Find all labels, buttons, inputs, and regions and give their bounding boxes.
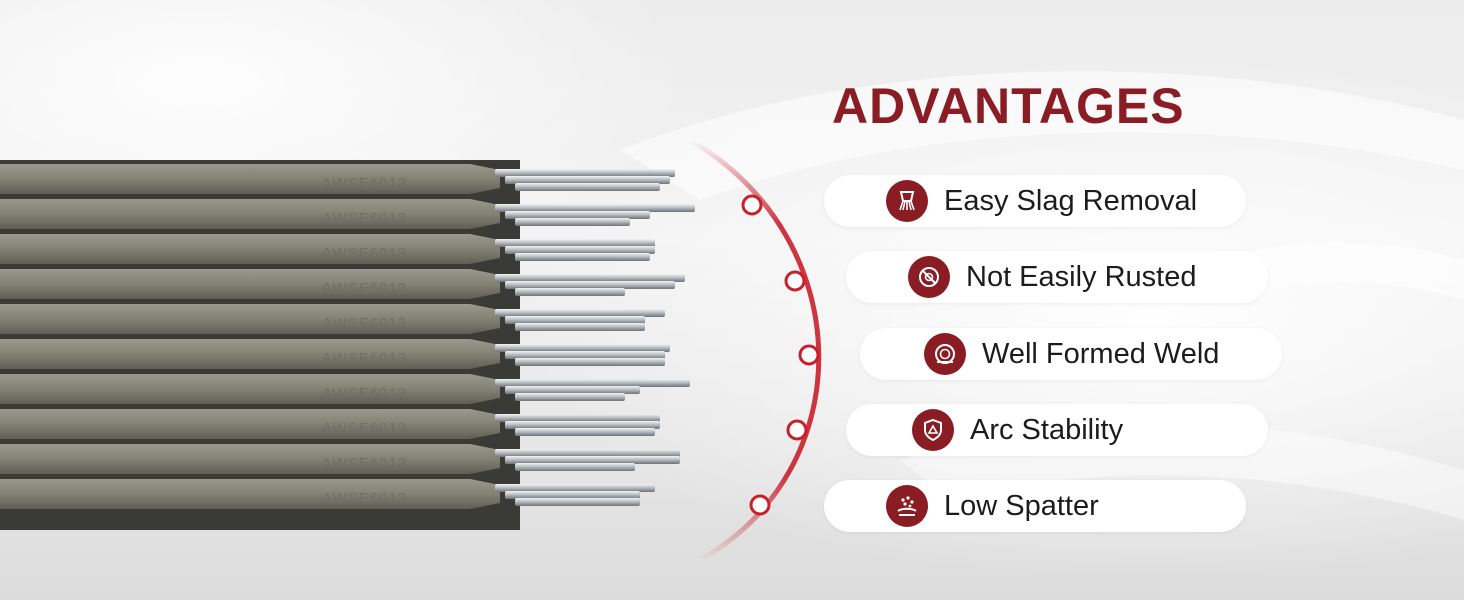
spatter-icon	[886, 485, 928, 527]
welding-rod: AWSE6013	[0, 164, 675, 194]
welding-rod: AWSE6013	[0, 304, 665, 334]
rod-marking: AWSE6013	[322, 210, 407, 227]
welding-rod: AWSE6013	[0, 479, 655, 509]
feature-label: Easy Slag Removal	[944, 184, 1198, 217]
weld-bead-icon	[924, 333, 966, 375]
feature-not-easily-rusted: Not Easily Rusted	[846, 251, 1268, 303]
welding-rod: AWSE6013	[0, 409, 660, 439]
feature-label: Not Easily Rusted	[966, 260, 1197, 293]
no-rust-icon	[908, 256, 950, 298]
welding-rod: AWSE6013	[0, 444, 680, 474]
welding-rod: AWSE6013	[0, 269, 685, 299]
rod-marking: AWSE6013	[322, 350, 407, 367]
rod-marking: AWSE6013	[322, 315, 407, 332]
welding-rod: AWSE6013	[0, 339, 670, 369]
rod-marking: AWSE6013	[322, 455, 407, 472]
welding-rod: AWSE6013	[0, 374, 690, 404]
slag-brush-icon	[886, 180, 928, 222]
rod-marking: AWSE6013	[322, 245, 407, 262]
feature-arc-stability: Arc Stability	[846, 404, 1268, 456]
rod-marking: AWSE6013	[322, 385, 407, 402]
rod-marking: AWSE6013	[322, 490, 407, 507]
welding-rod: AWSE6013	[0, 234, 655, 264]
page-title: ADVANTAGES	[832, 78, 1185, 134]
rod-marking: AWSE6013	[322, 175, 407, 192]
welding-rod: AWSE6013	[0, 199, 695, 229]
feature-easy-slag-removal: Easy Slag Removal	[824, 175, 1246, 227]
rod-marking: AWSE6013	[322, 280, 407, 297]
welding-rods-image: AWSE6013AWSE6013AWSE6013AWSE6013AWSE6013…	[0, 160, 695, 530]
rod-marking: AWSE6013	[322, 420, 407, 437]
feature-label: Arc Stability	[970, 413, 1124, 446]
feature-label: Well Formed Weld	[982, 337, 1220, 370]
arc-shield-icon	[912, 409, 954, 451]
feature-low-spatter: Low Spatter	[824, 480, 1246, 532]
feature-well-formed-weld: Well Formed Weld	[860, 328, 1282, 380]
feature-label: Low Spatter	[944, 489, 1099, 522]
